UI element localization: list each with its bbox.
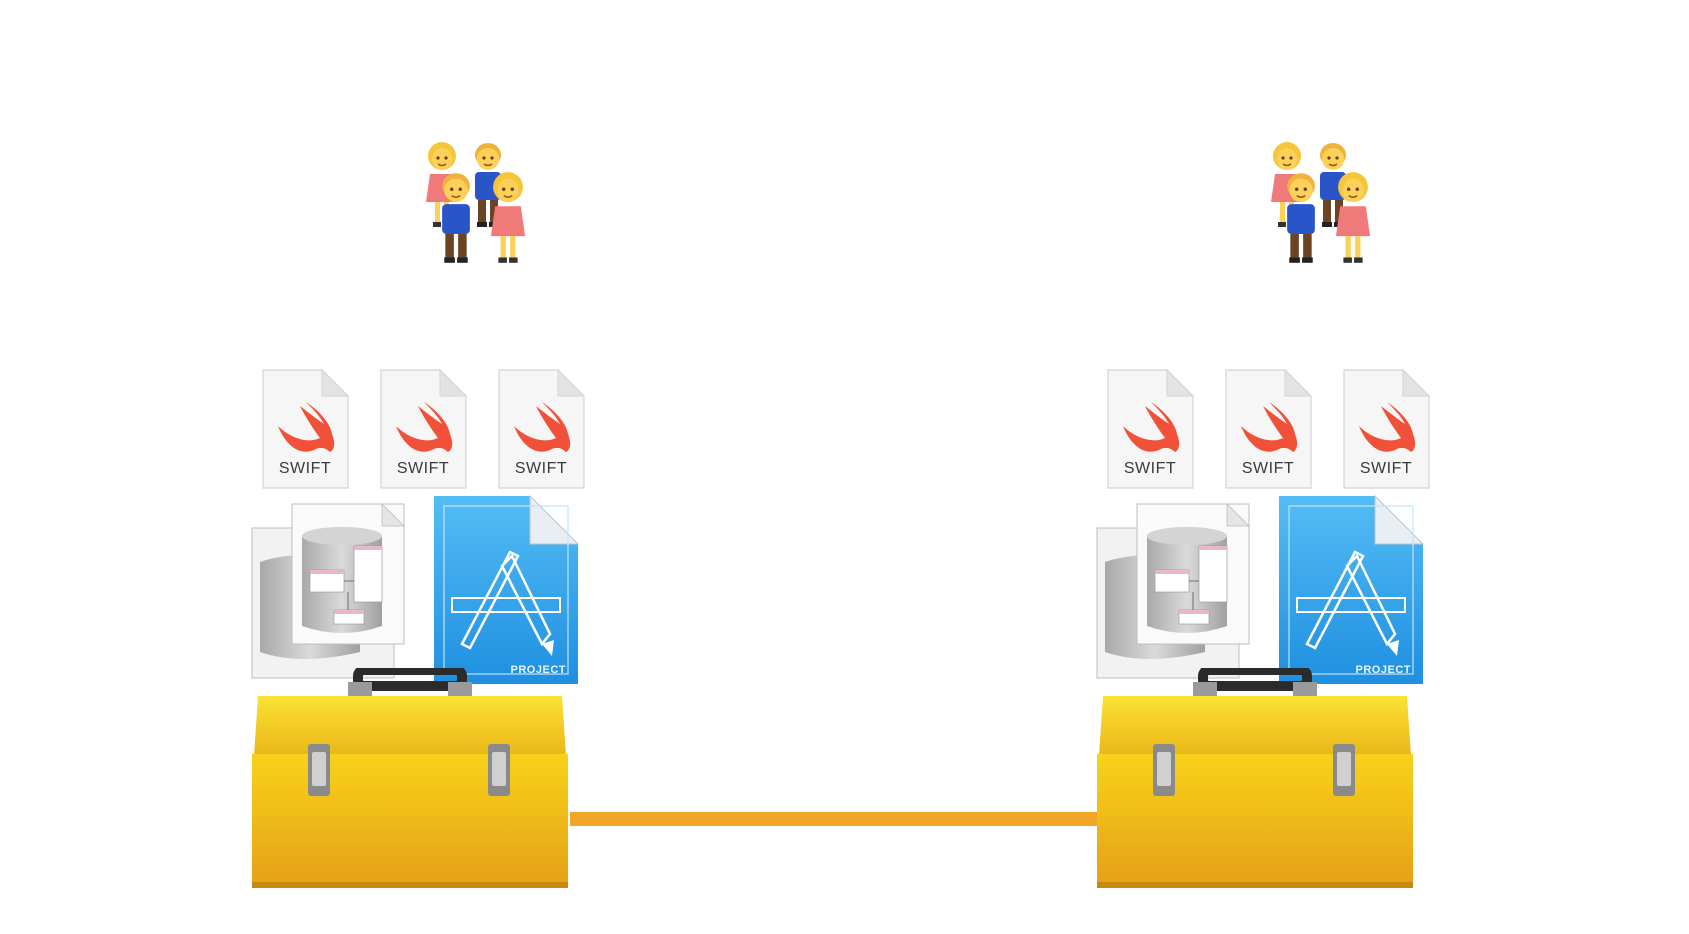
- swift-file-icon: SWIFT: [496, 368, 586, 490]
- family-icon: [1265, 140, 1380, 270]
- swift-file-label: SWIFT: [278, 460, 332, 477]
- project-label: PROJECT: [510, 664, 566, 676]
- connection-line: [570, 812, 1110, 826]
- project-group-left: SWIFT SWIFT SWIFT PROJECT: [180, 0, 740, 934]
- xcode-project-icon: PROJECT: [1277, 494, 1425, 686]
- core-data-model-icon: [1095, 502, 1265, 680]
- swift-file-icon: SWIFT: [1223, 368, 1313, 490]
- swift-file-label: SWIFT: [1123, 460, 1177, 477]
- swift-file-label: SWIFT: [1241, 460, 1295, 477]
- toolbox-icon: [250, 668, 570, 893]
- swift-file-icon: SWIFT: [378, 368, 468, 490]
- project-label: PROJECT: [1355, 664, 1411, 676]
- swift-file-label: SWIFT: [1359, 460, 1413, 477]
- swift-file-icon: SWIFT: [260, 368, 350, 490]
- swift-file-label: SWIFT: [514, 460, 568, 477]
- swift-file-label: SWIFT: [396, 460, 450, 477]
- project-group-right: SWIFT SWIFT SWIFT PROJECT: [1025, 0, 1585, 934]
- swift-file-icon: SWIFT: [1105, 368, 1195, 490]
- toolbox-icon: [1095, 668, 1415, 893]
- core-data-model-icon: [250, 502, 420, 680]
- family-icon: [420, 140, 535, 270]
- xcode-project-icon: PROJECT: [432, 494, 580, 686]
- swift-file-icon: SWIFT: [1341, 368, 1431, 490]
